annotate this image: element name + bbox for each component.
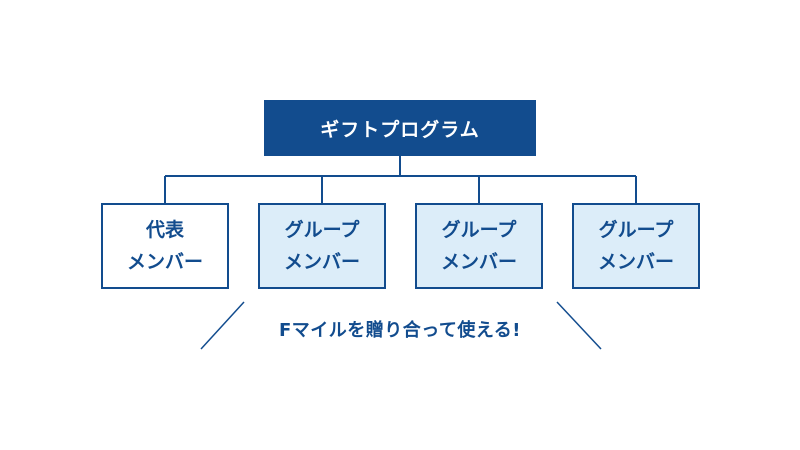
caption-right-slash [556, 301, 602, 350]
caption-left-slash [200, 301, 245, 350]
group-member-box: グループ メンバー [415, 203, 543, 289]
representative-member-box: 代表 メンバー [101, 203, 229, 289]
gift-program-label: ギフトプログラム [320, 118, 480, 141]
member-box-line1: グループ [598, 219, 674, 241]
member-box-line1: 代表 [145, 219, 184, 241]
member-box-line2: メンバー [597, 251, 674, 273]
member-box-line2: メンバー [126, 251, 203, 273]
member-box-line1: グループ [441, 219, 517, 241]
gift-program-box: ギフトプログラム [264, 100, 536, 156]
caption-text: Fマイルを贈り合って使える! [278, 320, 522, 341]
group-member-box: グループ メンバー [572, 203, 700, 289]
group-member-box: グループ メンバー [258, 203, 386, 289]
member-box-line2: メンバー [283, 251, 360, 273]
member-box-line2: メンバー [440, 251, 517, 273]
member-box-line1: グループ [284, 219, 360, 241]
